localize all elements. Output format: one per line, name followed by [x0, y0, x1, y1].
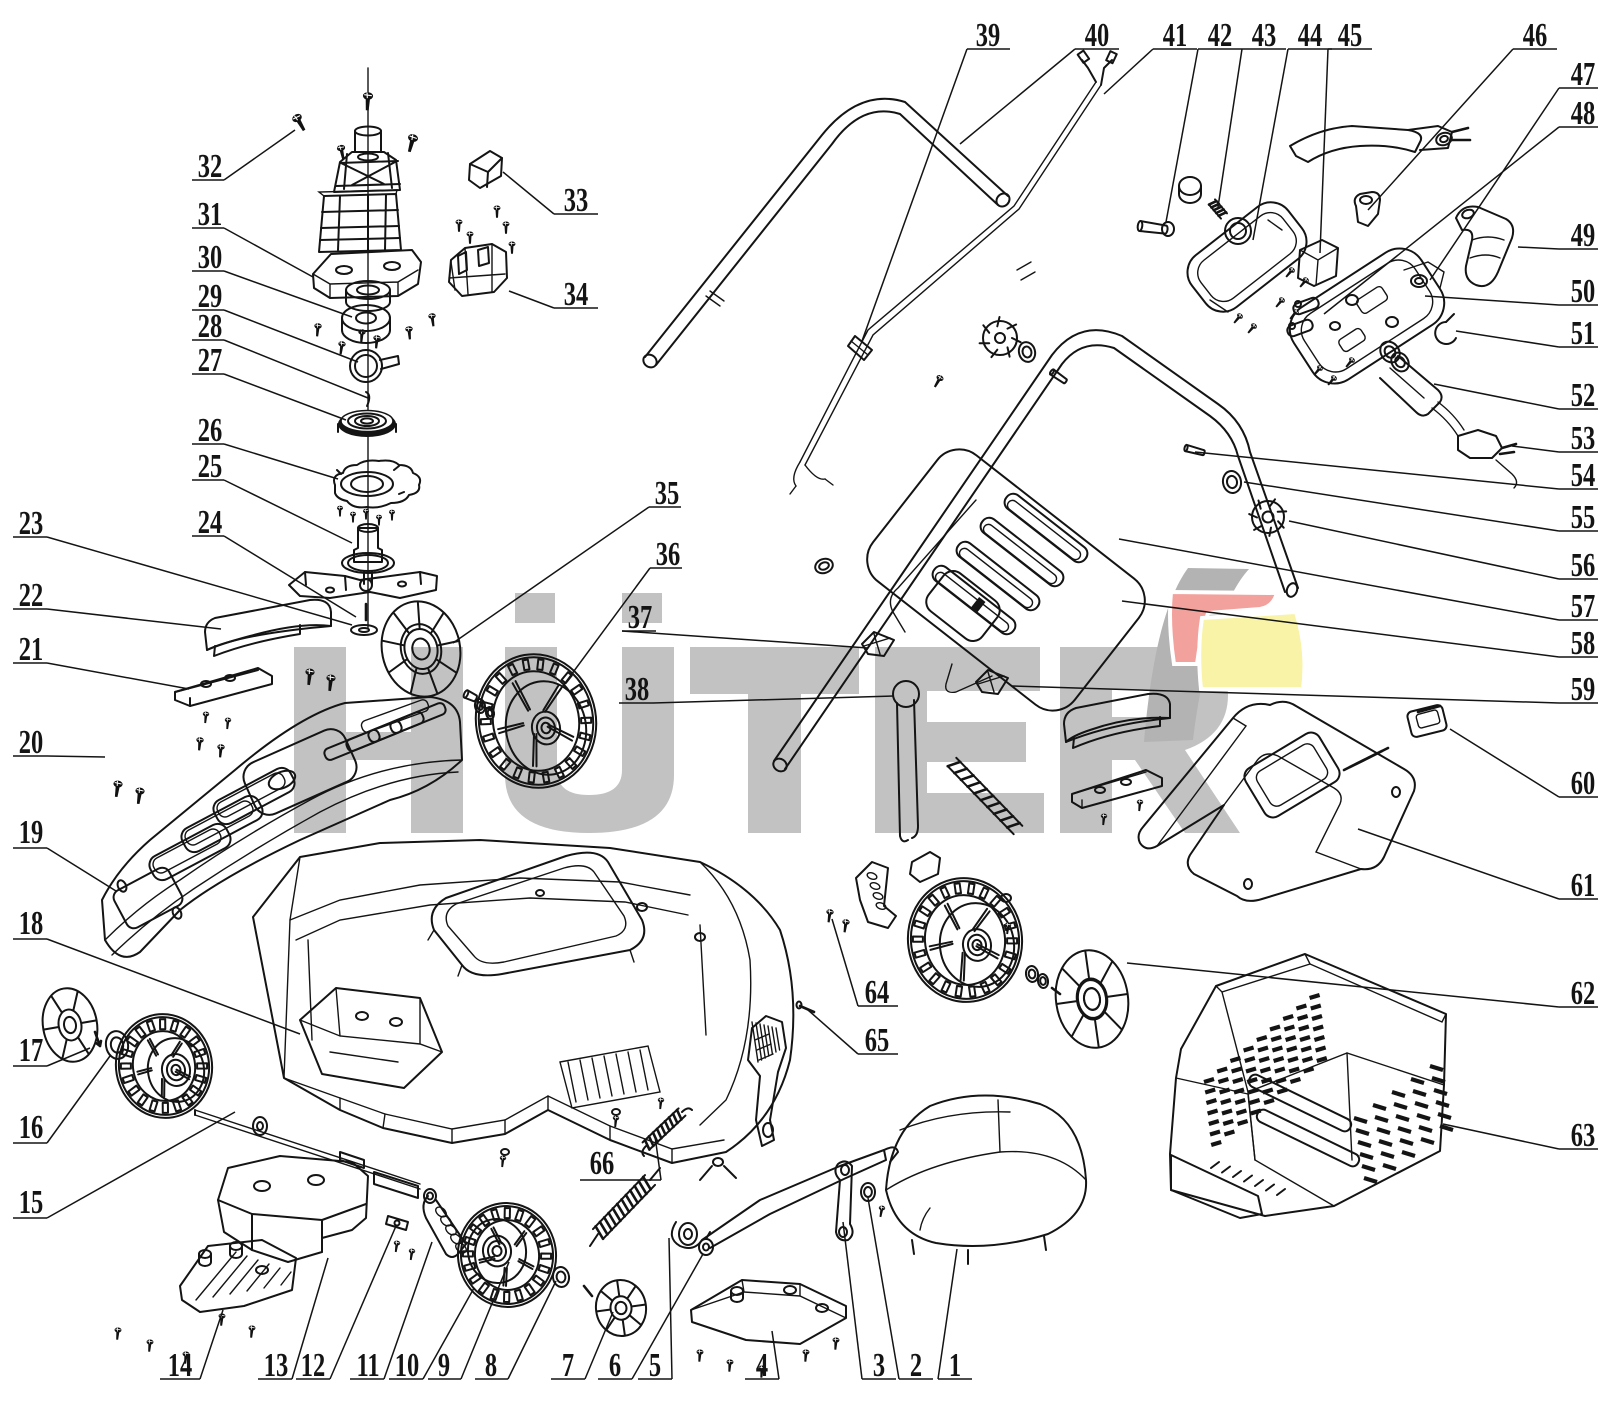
svg-text:28: 28 [198, 308, 222, 345]
svg-text:9: 9 [438, 1347, 450, 1384]
svg-text:40: 40 [1085, 17, 1109, 54]
svg-text:27: 27 [198, 342, 223, 379]
svg-text:10: 10 [395, 1347, 419, 1384]
svg-text:44: 44 [1298, 17, 1323, 54]
svg-text:29: 29 [198, 278, 222, 315]
svg-text:56: 56 [1571, 547, 1595, 584]
svg-text:54: 54 [1571, 457, 1596, 494]
svg-text:39: 39 [976, 17, 1000, 54]
svg-text:62: 62 [1571, 975, 1595, 1012]
svg-text:51: 51 [1571, 315, 1595, 352]
svg-text:21: 21 [19, 631, 43, 668]
svg-text:53: 53 [1571, 420, 1595, 457]
svg-text:58: 58 [1571, 625, 1595, 662]
svg-text:59: 59 [1571, 671, 1595, 708]
svg-text:65: 65 [865, 1022, 889, 1059]
svg-text:60: 60 [1571, 765, 1595, 802]
svg-text:34: 34 [564, 276, 589, 313]
svg-text:52: 52 [1571, 377, 1595, 414]
svg-text:17: 17 [19, 1032, 44, 1069]
svg-text:36: 36 [656, 536, 680, 573]
svg-text:66: 66 [590, 1145, 614, 1182]
svg-text:16: 16 [19, 1109, 43, 1146]
svg-text:33: 33 [564, 182, 588, 219]
svg-text:64: 64 [865, 974, 890, 1011]
svg-text:23: 23 [19, 505, 43, 542]
svg-text:42: 42 [1208, 17, 1232, 54]
svg-text:26: 26 [198, 412, 222, 449]
svg-text:43: 43 [1252, 17, 1276, 54]
svg-text:61: 61 [1571, 867, 1595, 904]
svg-text:50: 50 [1571, 273, 1595, 310]
svg-text:30: 30 [198, 239, 222, 276]
svg-text:46: 46 [1523, 17, 1547, 54]
svg-text:32: 32 [198, 148, 222, 185]
svg-text:47: 47 [1571, 56, 1596, 93]
svg-text:41: 41 [1163, 17, 1187, 54]
svg-text:20: 20 [19, 724, 43, 761]
svg-text:49: 49 [1571, 217, 1595, 254]
svg-text:2: 2 [910, 1347, 922, 1384]
svg-text:11: 11 [356, 1347, 379, 1384]
svg-text:57: 57 [1571, 588, 1596, 625]
svg-text:6: 6 [609, 1347, 621, 1384]
svg-text:19: 19 [19, 814, 43, 851]
svg-text:4: 4 [756, 1347, 768, 1384]
svg-text:24: 24 [198, 504, 223, 541]
svg-text:7: 7 [562, 1347, 574, 1384]
svg-text:37: 37 [628, 599, 653, 636]
svg-text:63: 63 [1571, 1117, 1595, 1154]
svg-text:55: 55 [1571, 499, 1595, 536]
svg-text:12: 12 [301, 1347, 325, 1384]
svg-text:3: 3 [873, 1347, 885, 1384]
svg-text:38: 38 [625, 671, 649, 708]
svg-text:15: 15 [19, 1184, 43, 1221]
svg-text:8: 8 [485, 1347, 497, 1384]
svg-text:1: 1 [949, 1347, 961, 1384]
svg-text:5: 5 [649, 1347, 661, 1384]
svg-text:48: 48 [1571, 95, 1595, 132]
svg-text:18: 18 [19, 905, 43, 942]
svg-text:35: 35 [655, 475, 679, 512]
svg-text:13: 13 [264, 1347, 288, 1384]
svg-text:25: 25 [198, 448, 222, 485]
svg-text:14: 14 [168, 1347, 193, 1384]
svg-text:45: 45 [1338, 17, 1362, 54]
svg-text:31: 31 [198, 196, 222, 233]
svg-text:22: 22 [19, 577, 43, 614]
